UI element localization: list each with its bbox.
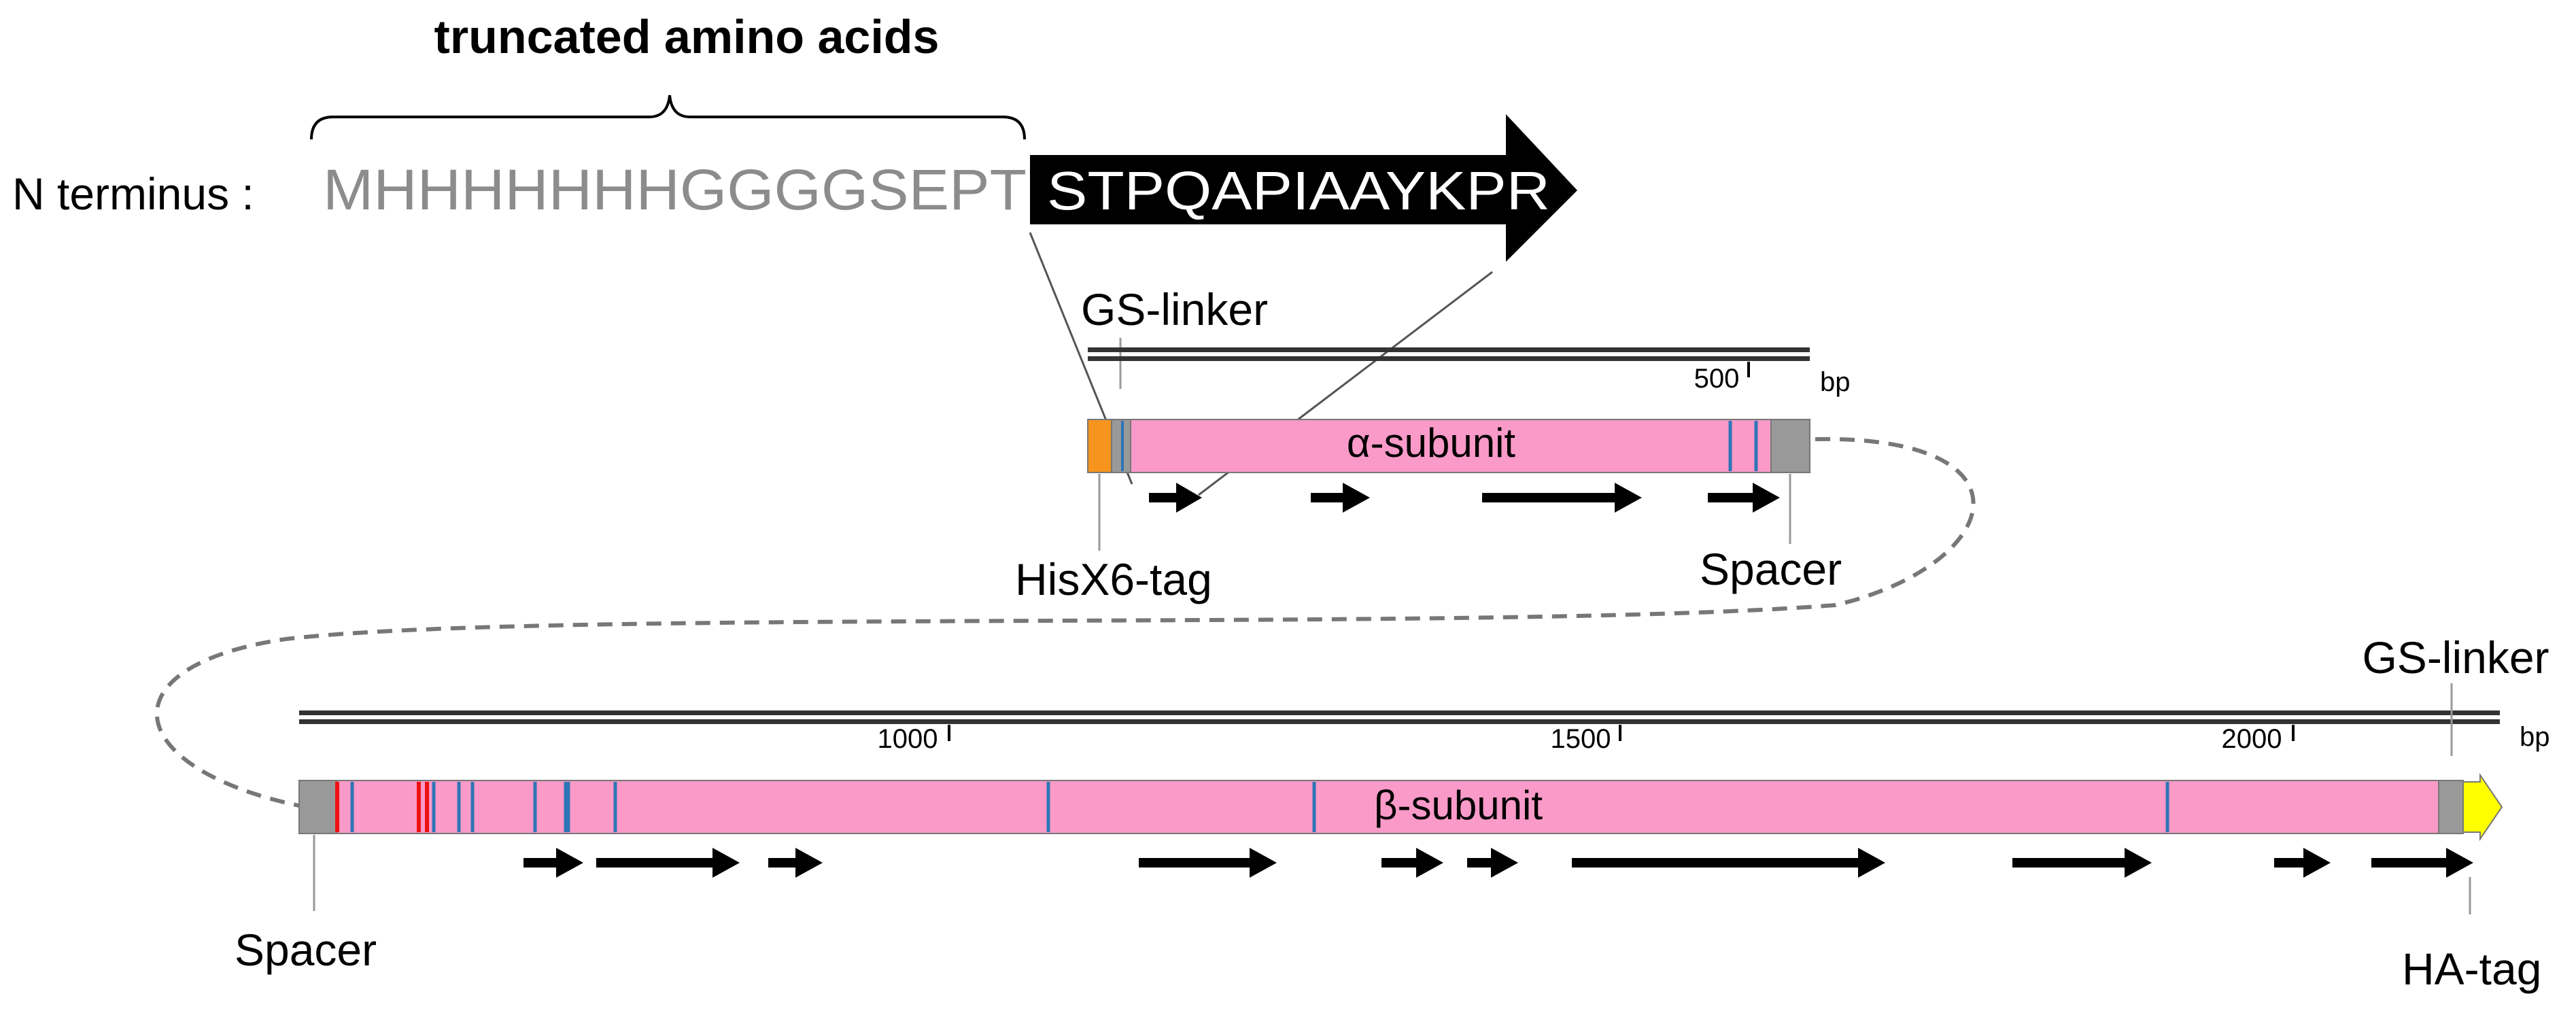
alpha-scale-bar-top [1088, 347, 1810, 352]
dashed-connector [154, 436, 1976, 808]
alpha-feature-arrow [1482, 483, 1642, 513]
n-terminus-label: N terminus : [12, 169, 254, 219]
beta-spacer-segment [298, 780, 337, 834]
beta-feature-arrow [2371, 848, 2473, 878]
retained-sequence-arrow [1030, 114, 1577, 262]
alpha-subunit-segment [1130, 419, 1772, 473]
beta-unit-label: bp [2520, 722, 2550, 752]
beta-gs-linker-segment [2438, 780, 2464, 834]
retained-sequence: STPQAPIAAYKPR [1047, 160, 1550, 221]
beta-scale-bar-bottom [299, 719, 2500, 724]
alpha-unit-label: bp [1820, 367, 1851, 397]
beta-feature-arrow [523, 848, 583, 878]
beta-feature-arrow [1572, 848, 1885, 878]
alpha-spacer-segment [1770, 419, 1810, 473]
alpha-tick-label-500: 500 [1694, 364, 1740, 394]
alpha-feature-arrow [1708, 483, 1780, 513]
beta-subunit-segment [336, 780, 2439, 834]
ha-tag-label: HA-tag [2402, 944, 2541, 994]
alpha-scale-bar-bottom [1088, 356, 1810, 361]
beta-tick-label-1500: 1500 [1551, 724, 1611, 754]
beta-feature-arrow [768, 848, 823, 878]
alpha-spacer-label: Spacer [1700, 544, 1842, 594]
beta-construct [298, 772, 2503, 842]
his-tag-segment [1087, 419, 1112, 473]
beta-subunit-label: β-subunit [1374, 783, 1543, 828]
beta-feature-arrow [1139, 848, 1277, 878]
beta-tick-label-1000: 1000 [878, 724, 938, 754]
alpha-feature-arrow [1149, 483, 1202, 513]
beta-feature-arrow [1381, 848, 1443, 878]
truncated-sequence: MHHHHHHHGGGGSEPT [323, 158, 1027, 222]
beta-feature-arrow [1467, 848, 1518, 878]
beta-gs-linker-label: GS-linker [2362, 632, 2549, 683]
beta-spacer-label: Spacer [235, 925, 377, 975]
truncation-brace [310, 95, 1026, 140]
beta-feature-arrow [2012, 848, 2152, 878]
ha-tag-segment [2462, 772, 2503, 842]
alpha-construct [1087, 419, 1810, 473]
his-tag-label: HisX6-tag [1015, 554, 1212, 604]
beta-scale-bar-top [299, 710, 2500, 715]
alpha-gs-linker-label: GS-linker [1081, 284, 1268, 334]
alpha-subunit-label: α-subunit [1347, 420, 1515, 466]
beta-feature-arrow [596, 848, 740, 878]
beta-tick-label-2000: 2000 [2222, 724, 2282, 754]
truncated-amino-acids-label: truncated amino acids [434, 10, 940, 63]
beta-feature-arrow [2274, 848, 2331, 878]
alpha-feature-arrow [1311, 483, 1370, 513]
